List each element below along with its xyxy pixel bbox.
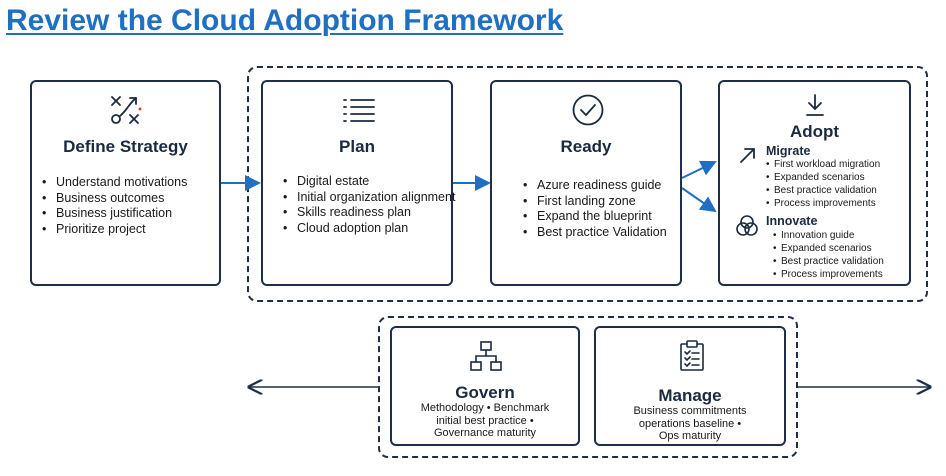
define-strategy-title: Define Strategy (63, 137, 188, 156)
list-item: Skills readiness plan (283, 205, 455, 221)
define-strategy-card: Define Strategy Understand motivations B… (30, 80, 221, 286)
define-strategy-list: Understand motivations Business outcomes… (42, 175, 187, 237)
strategy-icon (111, 96, 142, 124)
list-item: Initial organization alignment (283, 190, 455, 206)
plan-title: Plan (339, 137, 375, 156)
plan-card: Plan Digital estate Initial organization… (261, 80, 455, 286)
ready-title: Ready (560, 137, 612, 156)
text-line: Governance maturity (433, 427, 537, 439)
arrow-ready-to-innovate (681, 187, 717, 213)
manage-title: Manage (658, 386, 722, 405)
manage-card: Manage Business commitments operations b… (594, 326, 786, 446)
list-item: Cloud adoption plan (283, 221, 455, 237)
migrate-list: First workload migration Expanded scenar… (766, 158, 880, 210)
text-line: Business commitments (633, 405, 747, 417)
list-item: Expanded scenarios (766, 171, 880, 184)
operations-group (378, 316, 798, 458)
list-item: Business justification (42, 206, 187, 222)
checkmark-icon (572, 94, 604, 126)
innovate-circles-icon (736, 215, 758, 236)
list-icon (343, 99, 375, 122)
list-item: First landing zone (523, 194, 667, 210)
clipboard-icon (680, 340, 704, 371)
migrate-arrow-icon (740, 148, 755, 163)
list-item: Prioritize project (42, 222, 187, 238)
list-item: Digital estate (283, 174, 455, 190)
list-item: Business outcomes (42, 191, 187, 207)
download-arrow-icon (806, 94, 824, 116)
plan-list: Digital estate Initial organization alig… (283, 174, 455, 236)
hierarchy-icon (470, 341, 502, 371)
list-item: Best practice Validation (523, 225, 667, 241)
list-item: Innovation guide (773, 229, 884, 242)
manage-description: Business commitments operations baseline… (596, 405, 784, 443)
text-line: Ops maturity (658, 430, 722, 442)
text-line: operations baseline • (638, 417, 742, 430)
page-title: Review the Cloud Adoption Framework (6, 4, 564, 37)
migrate-title: Migrate (766, 144, 811, 158)
ready-card: Ready Azure readiness guide First landin… (490, 80, 682, 286)
govern-card: Govern Methodology • Benchmark initial b… (390, 326, 580, 446)
govern-description: Methodology • Benchmark initial best pra… (392, 402, 578, 440)
list-item: Best practice validation (766, 184, 880, 197)
adopt-title: Adopt (789, 122, 840, 141)
govern-title: Govern (455, 383, 515, 402)
ready-list: Azure readiness guide First landing zone… (523, 178, 667, 240)
text-line: Methodology • Benchmark (420, 402, 550, 414)
innovate-list: Innovation guide Expanded scenarios Best… (773, 229, 884, 281)
list-item: Best practice validation (773, 255, 884, 268)
arrow-ready-to-migrate (681, 160, 717, 179)
list-item: Process improvements (773, 268, 884, 281)
list-item: Understand motivations (42, 175, 187, 191)
innovate-title: Innovate (766, 214, 818, 228)
list-item: First workload migration (766, 158, 880, 171)
list-item: Expand the blueprint (523, 209, 667, 225)
list-item: Process improvements (766, 197, 880, 210)
list-item: Expanded scenarios (773, 242, 884, 255)
text-line: initial best practice • (436, 414, 534, 427)
adopt-card: Adopt Migrate First workload migration E… (718, 80, 911, 286)
list-item: Azure readiness guide (523, 178, 667, 194)
